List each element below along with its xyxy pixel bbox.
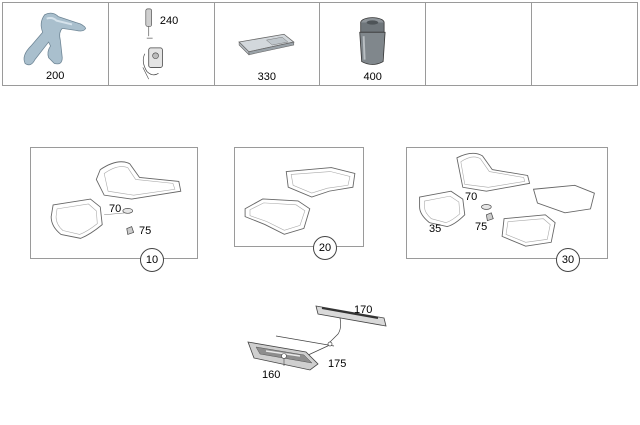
floor-mats-icon [419,152,595,247]
set-number-30[interactable]: 30 [556,248,580,272]
accessory-strip: 200 240 330 400 [2,2,638,86]
mat-set-30-panel[interactable]: 70 35 75 [406,147,608,259]
ice-scraper-icon [23,12,87,66]
accessory-cell-200[interactable]: 200 [3,3,109,85]
mat-set-10-panel[interactable]: 70 75 [30,147,198,259]
floor-mats-icon [244,167,356,235]
callout-170: 170 [354,304,373,316]
callout-70: 70 [109,203,122,215]
callout-35: 35 [429,223,442,235]
part-number-400: 400 [363,71,382,83]
floor-mats-icon [50,161,182,239]
illuminated-door-sill-icon[interactable] [244,298,394,378]
set-number-20[interactable]: 20 [313,236,337,260]
accessory-cell-empty-2 [532,3,637,85]
accessory-cell-400[interactable]: 400 [320,3,427,85]
callout-175: 175 [328,358,347,370]
ashtray-cup-icon [359,17,387,65]
card-holder-icon [237,33,295,56]
part-number-240: 240 [159,15,179,27]
set-number-10[interactable]: 10 [140,248,164,272]
callout-160: 160 [262,369,281,381]
valve-cap-icon [142,8,163,80]
callout-75: 75 [475,221,488,233]
accessory-cell-empty-1 [426,3,533,85]
callout-70: 70 [465,191,478,203]
accessory-cell-240[interactable]: 240 [109,3,215,85]
part-number-330: 330 [257,71,277,83]
part-number-200: 200 [46,70,65,82]
accessory-cell-330[interactable]: 330 [215,3,321,85]
mat-set-20-panel[interactable] [234,147,364,247]
callout-75: 75 [139,225,152,237]
